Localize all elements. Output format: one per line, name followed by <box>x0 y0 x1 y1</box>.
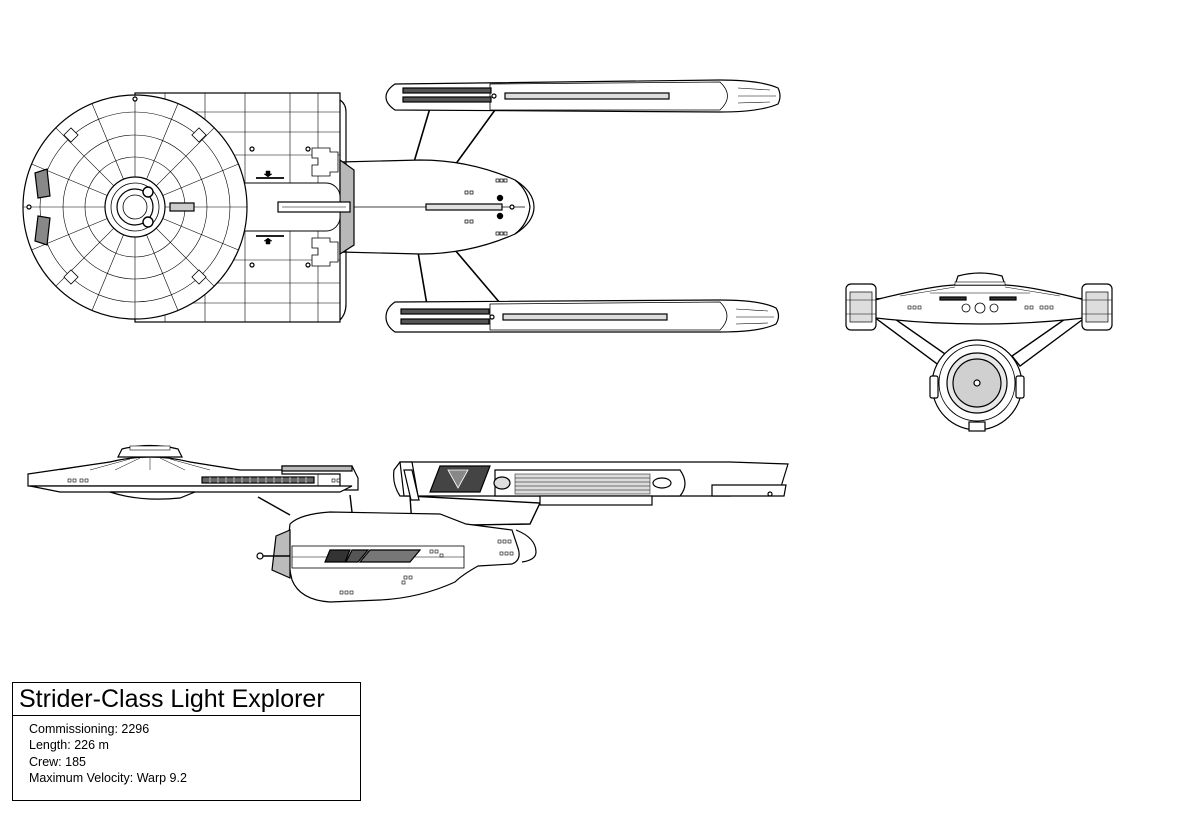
spec-value: 2296 <box>121 722 150 736</box>
top-view-saucer-grid <box>23 95 247 319</box>
front-view <box>845 272 1113 432</box>
spec-value: Warp 9.2 <box>136 771 187 786</box>
front-view-nacelle-right <box>1081 283 1113 331</box>
spec-list: Commissioning: 2296 Length: 226 m Crew: … <box>13 716 360 787</box>
spec-label: Maximum Velocity: <box>29 771 134 786</box>
spec-crew: Crew: 185 <box>29 754 360 770</box>
side-view-secondary-hull <box>256 511 537 603</box>
title-block: Strider-Class Light Explorer Commissioni… <box>12 682 361 801</box>
ship-class-title: Strider-Class Light Explorer <box>13 683 360 716</box>
spec-label: Commissioning: <box>29 722 118 736</box>
spec-label: Crew: <box>29 754 62 769</box>
spec-length: Length: 226 m <box>29 737 360 753</box>
top-view <box>22 79 781 333</box>
spec-label: Length: <box>29 738 71 753</box>
top-view-nacelle-upper <box>385 79 781 113</box>
top-view-pylons <box>413 107 501 306</box>
spec-max-velocity: Maximum Velocity: Warp 9.2 <box>29 770 360 786</box>
spec-commissioning: Commissioning: 2296 <box>29 721 360 737</box>
spec-value: 226 m <box>74 738 109 753</box>
spec-value: 185 <box>65 754 86 769</box>
front-view-secondary-hull <box>929 339 1025 432</box>
side-view-saucer <box>27 444 359 500</box>
side-view <box>27 444 789 603</box>
side-view-nacelle <box>393 461 789 506</box>
front-view-nacelle-left <box>845 283 877 331</box>
top-view-nacelle-lower <box>385 299 780 333</box>
